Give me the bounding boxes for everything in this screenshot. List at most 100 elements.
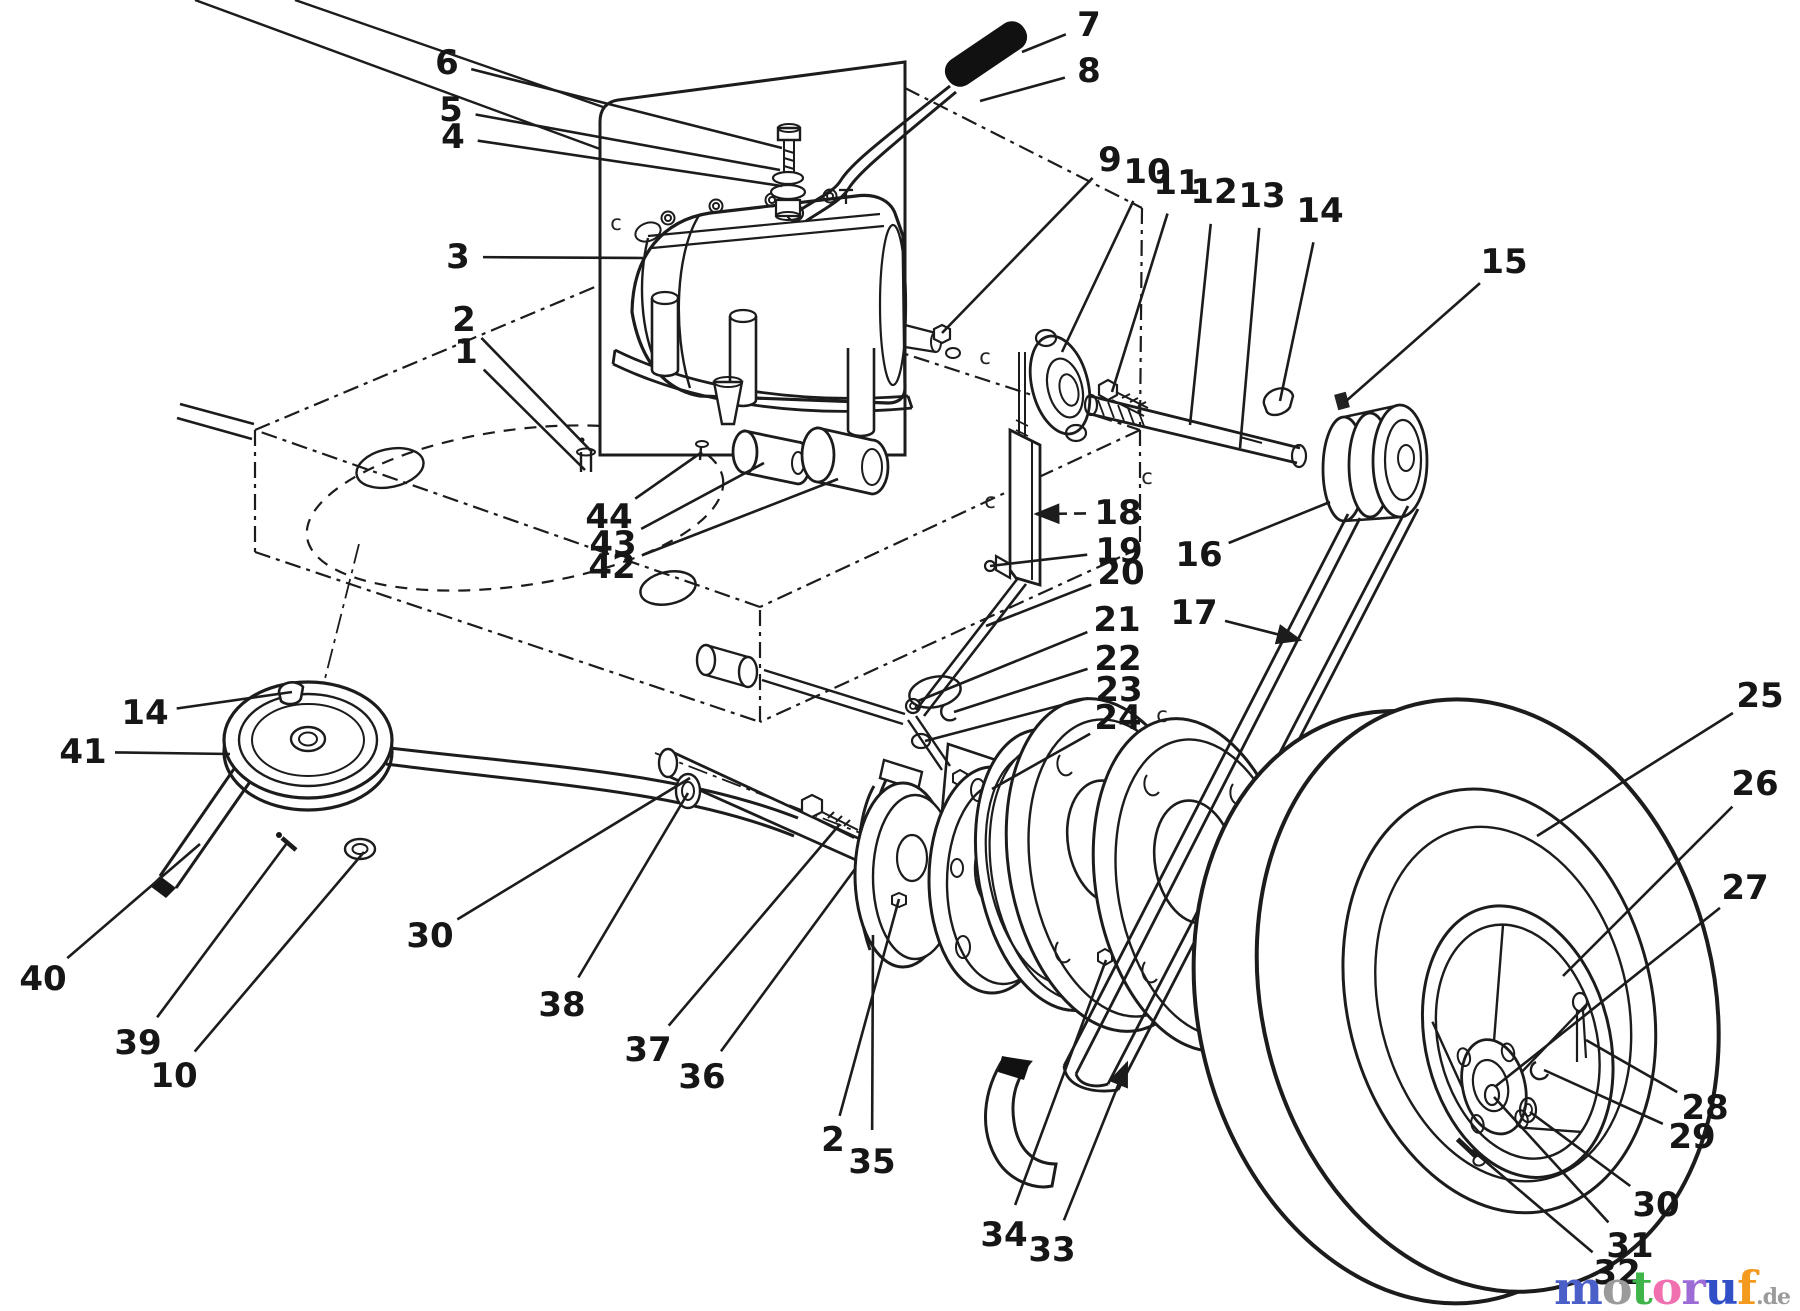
leader-line-11 [1110, 213, 1169, 393]
leader-line-29 [1543, 1068, 1664, 1125]
pulley-face-ring [1383, 418, 1423, 502]
leader-line-34 [1013, 959, 1108, 1206]
leader-line-14 [1278, 242, 1315, 402]
bolt-shank [783, 140, 795, 172]
shaft-end [1290, 443, 1308, 469]
spacer-rollers [576, 426, 890, 496]
callout-label-9: 9 [1098, 140, 1122, 180]
gearbox-leg-top [650, 290, 680, 306]
stud [579, 452, 593, 472]
pulley-hub [289, 725, 327, 753]
deck-opening-hidden-circle [305, 424, 725, 592]
tire-bead-ring [1374, 825, 1633, 1183]
leader-line-33 [1062, 1060, 1129, 1221]
pulley-groove [237, 692, 379, 788]
bearing-bore [1058, 373, 1080, 407]
bracket-foot [994, 554, 1012, 580]
gearbox-leg-top [728, 308, 758, 324]
leader-line-3 [482, 255, 644, 260]
callout-label-14: 14 [1296, 191, 1343, 231]
pivot-bolt [904, 697, 922, 715]
belt-tail [158, 765, 238, 877]
bearing-race [1045, 357, 1085, 419]
leader-line-28 [1585, 1038, 1678, 1094]
callout-label-38: 38 [538, 985, 585, 1025]
gearbox-end-cap [878, 223, 908, 387]
callout-label-29: 29 [1668, 1117, 1715, 1157]
callout-label-17: 17 [1170, 593, 1217, 633]
leader-line-15 [1344, 282, 1481, 403]
leader-line-7 [1021, 33, 1067, 54]
tire-sidewall-ring [1341, 787, 1658, 1215]
gearbox-dome-line [677, 213, 701, 389]
axle-shaft [1089, 394, 1301, 465]
watermark-letter: u [1704, 1261, 1738, 1311]
lever-shaft [805, 90, 957, 223]
frame-edge [904, 87, 1143, 209]
leader-line-37 [667, 823, 841, 1027]
pulley-centerline [309, 539, 361, 739]
rim-inner [1434, 923, 1601, 1160]
klik-pin [1529, 1060, 1550, 1081]
bolt-hole [1143, 774, 1160, 797]
leader-line-42 [641, 477, 839, 557]
hex-bolt-head [800, 793, 824, 819]
handle-stub [176, 416, 253, 441]
callout-label-31: 31 [1606, 1226, 1653, 1266]
square-key [1334, 391, 1350, 411]
valve-stem [1455, 1137, 1479, 1159]
cone-top [713, 376, 743, 388]
callout-label-39: 39 [114, 1023, 161, 1063]
leader-line-41 [114, 751, 231, 756]
shaft-end [1083, 393, 1099, 417]
leader-line-10 [1060, 200, 1135, 353]
plate-mark: c [1141, 465, 1153, 489]
leader-line-2 [838, 898, 901, 1117]
washer [945, 347, 961, 359]
bolt-hole [1054, 941, 1071, 964]
watermark-letter: m [1554, 1261, 1603, 1311]
left-pulley-assembly [150, 680, 799, 898]
callout-label-30: 30 [406, 916, 453, 956]
spacer-bottom [775, 211, 801, 221]
leader-line-36 [719, 868, 857, 1052]
leader-line-26 [1562, 805, 1734, 977]
hub-bolt [1470, 1114, 1485, 1134]
callout-label-2: 2 [452, 300, 476, 340]
callout-label-5: 5 [439, 90, 463, 130]
cover-seam [647, 212, 885, 250]
washer [771, 170, 805, 186]
belt-keeper [984, 1056, 1058, 1189]
callout-label-32: 32 [1593, 1253, 1640, 1293]
callout-label-36: 36 [678, 1057, 725, 1097]
callout-label-12: 12 [1190, 172, 1237, 212]
belt-run [1062, 513, 1350, 1067]
callout-label-19: 19 [1095, 531, 1142, 571]
watermark-letter: r [1681, 1261, 1705, 1311]
callout-label-4: 4 [441, 117, 465, 157]
leader-line-40 [66, 843, 201, 960]
shifter-hardware [769, 123, 807, 221]
deck-front-edge [254, 550, 761, 724]
leader-line-38 [577, 792, 690, 979]
axle-tube-end [657, 747, 679, 779]
plate-mark: c [610, 211, 622, 235]
callout-label-14: 14 [121, 693, 168, 733]
bolt-head-top [777, 123, 801, 133]
leader-line-39 [156, 842, 289, 1019]
callout-label-43: 43 [589, 524, 636, 564]
watermark-letter: f [1737, 1261, 1757, 1311]
retaining-clip [939, 704, 957, 722]
frame-edge [1138, 207, 1144, 431]
washer [343, 837, 377, 861]
plate-mark: c [979, 345, 991, 369]
belt-wrap [1074, 1073, 1109, 1088]
axle-shaft-assembly [1028, 328, 1429, 523]
shift-lever [796, 21, 1028, 223]
drum-hub [895, 833, 929, 883]
leader-line-21 [917, 630, 1088, 703]
stud-washer [576, 447, 596, 457]
